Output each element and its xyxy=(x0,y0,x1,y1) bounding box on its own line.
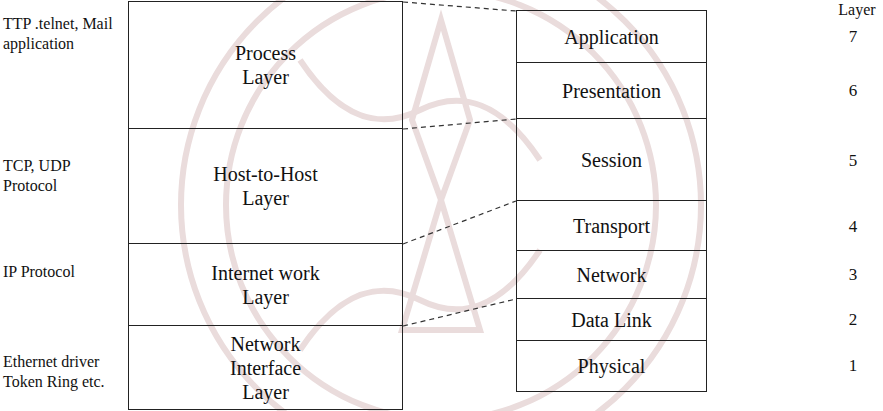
layer-name: Process Layer xyxy=(211,41,321,89)
layer-name: Transport xyxy=(573,214,650,238)
dashed-mapping-line xyxy=(403,119,516,129)
layer-name: Physical xyxy=(578,354,646,378)
tcpip-layer-box: Host-to-Host Layer xyxy=(128,128,403,244)
layer-name: Network Interface Layer xyxy=(211,332,321,404)
tcpip-layer-box: Network Interface Layer xyxy=(128,325,403,410)
layer-name: Session xyxy=(581,148,642,172)
layer-name: Presentation xyxy=(562,79,661,103)
osi-layer-box: Application xyxy=(516,10,707,63)
dashed-mapping-line xyxy=(403,2,516,11)
osi-layer-box: Session xyxy=(516,118,707,201)
layer-name: Network xyxy=(577,263,647,287)
layer-number: 7 xyxy=(838,26,868,47)
osi-layer-box: Presentation xyxy=(516,62,707,119)
layer-number: 5 xyxy=(838,150,868,171)
protocol-note: TCP, UDP Protocol xyxy=(3,156,98,196)
protocol-note: Ethernet driver Token Ring etc. xyxy=(3,352,125,392)
osi-layer-box: Network xyxy=(516,250,707,299)
column-heading: Layer xyxy=(832,0,882,20)
protocol-note: IP Protocol xyxy=(3,262,125,282)
layer-name: Application xyxy=(564,25,658,49)
layer-number: 6 xyxy=(838,80,868,101)
tcpip-layer-box: Process Layer xyxy=(128,1,403,129)
dashed-mapping-line xyxy=(403,299,516,326)
layer-name: Data Link xyxy=(571,308,652,332)
layer-number: 1 xyxy=(838,355,868,376)
tcpip-layer-box: Internet work Layer xyxy=(128,243,403,326)
osi-layer-box: Physical xyxy=(516,340,707,392)
osi-layer-box: Transport xyxy=(516,200,707,251)
osi-layer-box: Data Link xyxy=(516,298,707,341)
layer-name: Host-to-Host Layer xyxy=(201,162,331,210)
layer-name: Internet work Layer xyxy=(196,261,336,309)
layer-number: 3 xyxy=(838,264,868,285)
dashed-mapping-line xyxy=(403,201,516,244)
layer-number: 2 xyxy=(838,309,868,330)
protocol-note: TTP .telnet, Mail application xyxy=(3,14,125,54)
layer-number: 4 xyxy=(838,216,868,237)
